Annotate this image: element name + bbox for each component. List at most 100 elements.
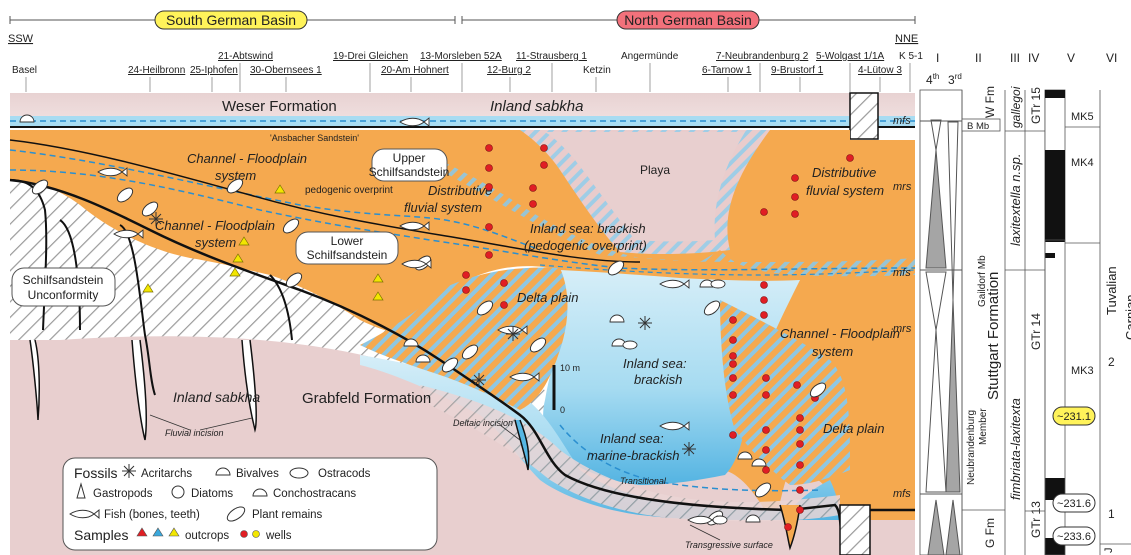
locality-labels: Basel 24-Heilbronn 25-Iphofen 21-Abtswin… [12, 51, 923, 76]
ansbacher-label: 'Ansbacher Sandstein' [270, 133, 359, 143]
g-fm-label: G Fm [983, 518, 997, 548]
well-sample [761, 297, 768, 304]
well-sample [486, 184, 493, 191]
distributive-right-line1: Distributive [812, 165, 876, 180]
well-sample [797, 441, 804, 448]
well-sample [792, 175, 799, 182]
inland-brackish-line2: brackish [634, 372, 682, 387]
locality-label: 9-Brustorf 1 [771, 65, 824, 76]
well-sample [730, 392, 737, 399]
well-sample [501, 280, 508, 287]
marine-brackish-line2: marine-brackish [587, 448, 679, 463]
legend-plants: Plant remains [252, 509, 323, 521]
well-sample [797, 462, 804, 469]
inland-sabkha-top-label: Inland sabkha [490, 98, 583, 115]
well-sample [763, 447, 770, 454]
locality-label: 30-Obernsees 1 [250, 65, 322, 76]
well-sample [761, 209, 768, 216]
order-4th: 4th [926, 72, 939, 87]
locality-label: 7-Neubrandenburg 2 [716, 51, 809, 62]
well-sample [463, 272, 470, 279]
locality-label: Basel [12, 65, 37, 76]
fluvial-incision-label: Fluvial incision [165, 428, 224, 438]
acritarch-icon [506, 327, 520, 341]
ostracod-icon [711, 280, 725, 288]
playa-label: Playa [640, 163, 670, 177]
laxitextella-label: laxitextella n.sp. [1008, 154, 1023, 247]
sub-stage-2: 2 [1108, 355, 1115, 369]
mk3-label: MK3 [1071, 365, 1094, 377]
mk4-label: MK4 [1071, 157, 1094, 169]
neubrandenburg-line2: Member [978, 408, 989, 445]
basin-header: South German Basin North German Basin SS… [8, 11, 918, 45]
well-sample [797, 487, 804, 494]
legend-samples-title: Samples [74, 527, 128, 543]
direction-right: NNE [895, 33, 918, 45]
inland-sabkha-bottom-label: Inland sabkha [173, 389, 260, 405]
locality-label: 4-Lütow 3 [858, 65, 902, 76]
mrs-upper: mrs [893, 181, 912, 193]
col-header-i: I [936, 51, 939, 65]
legend-fish: Fish (bones, teeth) [104, 509, 200, 521]
well-sample [486, 252, 493, 259]
locality-label: K 5-1 [899, 51, 923, 62]
upper-schilf-line1: Upper [393, 151, 426, 165]
gtr13-label: GTr 13 [1029, 501, 1043, 538]
locality-label: 6-Tarnow 1 [702, 65, 752, 76]
red-circle-icon [241, 531, 248, 538]
channel-left-line2: system [195, 235, 236, 250]
col-header-iv: IV [1028, 51, 1039, 65]
channel-right-line1: Channel - Floodplain [780, 326, 900, 341]
order-3rd: 3rd [948, 72, 962, 87]
distributive-left-line1: Distributive [428, 183, 492, 198]
well-sample [463, 287, 470, 294]
age-1: ~231.1 [1057, 411, 1091, 423]
well-sample [530, 185, 537, 192]
diatoms-icon [172, 486, 184, 498]
locality-label: Angermünde [621, 51, 679, 62]
scale-bar-top: 10 m [560, 363, 580, 373]
legend-gastropods: Gastropods [93, 488, 153, 500]
distributive-right-line2: fluvial system [806, 183, 884, 198]
ostracod-icon [623, 341, 637, 349]
b-mb-label: B Mb [967, 121, 989, 132]
legend-bivalves: Bivalves [236, 468, 279, 480]
ostracods-icon [290, 468, 308, 478]
well-sample [797, 427, 804, 434]
locality-label: 21-Abtswind [218, 51, 273, 62]
well-sample [730, 432, 737, 439]
well-sample [785, 524, 792, 531]
locality-label: 5-Wolgast 1/1A [816, 51, 885, 62]
marine-brackish-line1: Inland sea: [600, 431, 664, 446]
locality-label: 20-Am Hohnert [381, 65, 449, 76]
col-header-vi: VI [1106, 51, 1117, 65]
well-sample [797, 507, 804, 514]
col-header-iii: III [1010, 51, 1020, 65]
locality-label: 25-Iphofen [190, 65, 238, 76]
lower-schilf-line1: Lower [331, 234, 364, 248]
well-sample [792, 211, 799, 218]
well-sample [730, 317, 737, 324]
legend-wells: wells [265, 530, 292, 542]
north-basin-label: North German Basin [624, 12, 752, 28]
deltaic-incision-label: Deltaic incision [453, 418, 513, 428]
well-sample [763, 375, 770, 382]
well-sample [794, 382, 801, 389]
legend-diatoms: Diatoms [191, 488, 233, 500]
scale-bar-bottom: 0 [560, 405, 565, 415]
channel-top [850, 93, 878, 139]
fimbriata-label: fimbriata-laxitexta [1008, 398, 1023, 500]
inland-brackish-ped-line2: (pedogenic overprint) [524, 238, 647, 253]
stuttgart-label: Stuttgart Formation [985, 272, 1002, 400]
locality-label: 24-Heilbronn [128, 65, 185, 76]
col-header-ii: II [975, 51, 982, 65]
distributive-left-line2: fluvial system [404, 200, 482, 215]
delta-plain-left-label: Delta plain [517, 290, 578, 305]
well-sample [486, 165, 493, 172]
well-sample [730, 361, 737, 368]
channel-right-line2: system [812, 344, 853, 359]
well-sample [847, 155, 854, 162]
gtr14-label: GTr 14 [1029, 313, 1043, 350]
mk5-label: MK5 [1071, 111, 1094, 123]
well-sample [730, 337, 737, 344]
